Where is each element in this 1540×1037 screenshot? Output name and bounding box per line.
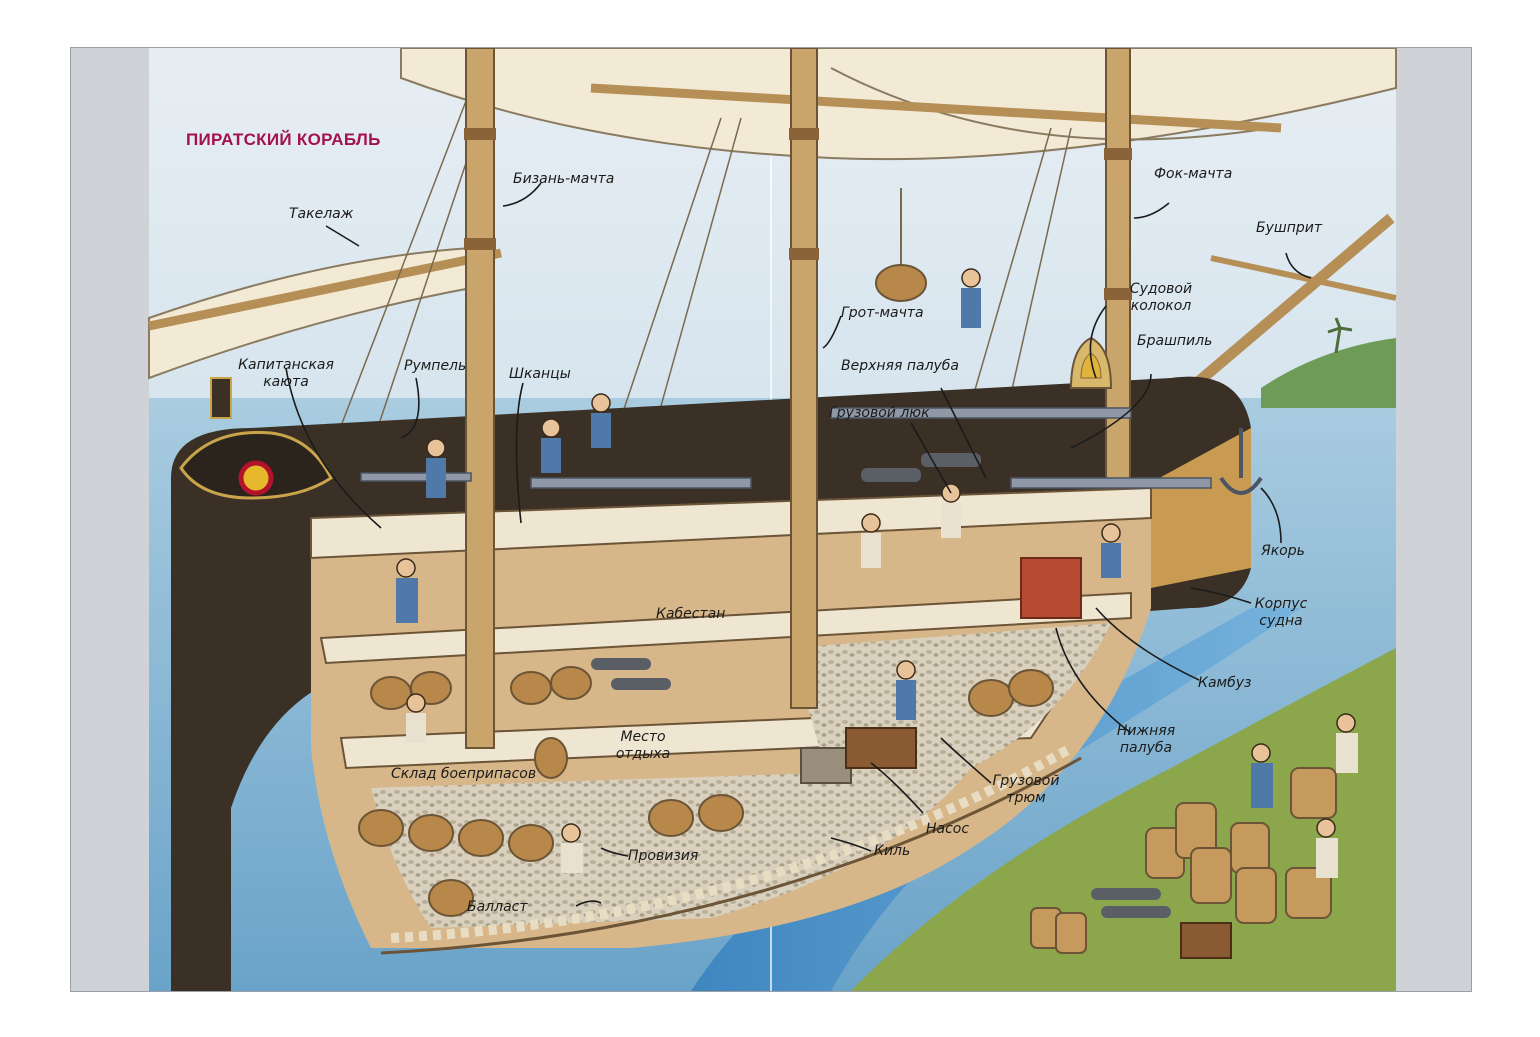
keel <box>380 756 1082 955</box>
leader-arrows <box>285 182 1312 907</box>
label-rest-area-line1: Место <box>620 729 666 745</box>
label-cargo-hold: Грузовой трюм <box>986 773 1066 807</box>
label-lower-deck-line1: Нижняя <box>1116 723 1176 739</box>
fore-mast <box>1105 48 1131 489</box>
label-pump: Насос <box>926 821 970 837</box>
stern-medallion <box>238 460 274 496</box>
page-title: ПИРАТСКИЙ КОРАБЛЬ <box>186 130 381 149</box>
cannons <box>591 453 1171 918</box>
label-ship-bell: Судовой колокол <box>1121 281 1201 315</box>
anchor <box>1219 476 1263 495</box>
deck-railings <box>360 407 1212 489</box>
label-rest-area-line2: отдыха <box>615 746 671 762</box>
treasure-chest <box>1180 922 1232 959</box>
label-captain-cabin-line2: каюта <box>263 374 309 390</box>
label-mizzen-mast: Бизань-мачта <box>513 171 615 187</box>
keel-ribs <box>390 743 1074 943</box>
galley-stove <box>1020 557 1082 619</box>
label-keel: Киль <box>874 843 911 859</box>
label-tiller: Румпель <box>404 358 467 374</box>
mizzen-mast <box>465 48 495 749</box>
label-fore-mast: Фок-мачта <box>1154 166 1233 182</box>
label-anchor: Якорь <box>1261 543 1305 559</box>
pump <box>800 747 852 784</box>
label-hull-line2: судна <box>1259 613 1303 629</box>
label-galley: Камбуз <box>1198 675 1252 691</box>
label-capstan: Кабестан <box>656 606 726 622</box>
ballast-stones <box>371 768 971 928</box>
main-yard <box>590 83 1282 133</box>
label-cargo-hatch: Грузовой люк <box>829 405 930 421</box>
label-ship-bell-line2: колокол <box>1130 298 1192 314</box>
label-rest-area: Место отдыха <box>608 729 678 763</box>
label-upper-deck: Верхняя палуба <box>841 358 960 374</box>
right-margin-texture <box>1396 48 1471 991</box>
label-windlass: Брашпиль <box>1137 333 1213 349</box>
label-captain-cabin: Капитанская каюта <box>231 357 341 391</box>
lantern <box>210 377 232 419</box>
label-ballast: Балласт <box>467 899 528 915</box>
label-ammo-store: Склад боеприпасов <box>391 766 537 782</box>
cargo-crate <box>845 727 917 769</box>
label-hull: Корпус судна <box>1246 596 1316 630</box>
left-margin-texture <box>71 48 149 991</box>
mast-bands <box>464 128 1132 300</box>
label-provisions: Провизия <box>628 848 699 864</box>
ship-illustration <box>71 48 1471 991</box>
barrels-in-hold <box>358 666 1054 917</box>
label-lower-deck-line2: палуба <box>1119 740 1173 756</box>
label-cargo-hold-line1: Грузовой <box>992 773 1060 789</box>
lower-deck-floor <box>319 591 1132 665</box>
label-quarterdeck: Шканцы <box>509 366 571 382</box>
label-captain-cabin-line1: Капитанская <box>238 357 334 373</box>
label-lower-deck: Нижняя палуба <box>1106 723 1186 757</box>
label-hull-line1: Корпус <box>1254 596 1308 612</box>
label-bowsprit: Бушприт <box>1256 220 1322 236</box>
mizzen-yard <box>148 248 502 331</box>
illustration-frame: ПИРАТСКИЙ КОРАБЛЬ Такелаж Бизань-мачта К… <box>70 47 1472 992</box>
pirate-figures <box>396 268 1358 878</box>
island <box>1261 338 1396 408</box>
label-ship-bell-line1: Судовой <box>1129 281 1193 297</box>
bowsprit <box>1187 213 1395 393</box>
bow-hull-gold <box>1141 428 1251 588</box>
palm-tree <box>1327 317 1353 354</box>
label-rigging: Такелаж <box>289 206 354 222</box>
label-cargo-hold-line2: трюм <box>1006 790 1046 806</box>
label-main-mast: Грот-мачта <box>841 305 924 321</box>
main-mast <box>790 48 818 709</box>
hanging-barrel <box>875 264 927 302</box>
barrels-on-shore <box>1030 767 1337 954</box>
